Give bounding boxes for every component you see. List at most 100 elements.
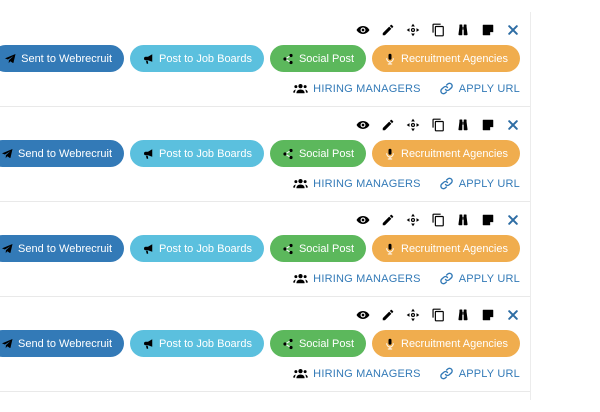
link-label: APPLY URL — [458, 82, 520, 95]
eye-icon[interactable] — [356, 23, 370, 37]
hiring-managers-link[interactable]: HIRING MANAGERS — [293, 176, 421, 191]
button-label: Send to Webrecruit — [18, 242, 113, 255]
recruitment-agencies-button[interactable]: Recruitment Agencies — [372, 140, 520, 167]
close-icon[interactable] — [506, 308, 520, 322]
social-post-button[interactable]: Social Post — [269, 140, 366, 167]
close-icon[interactable] — [506, 213, 520, 227]
duplicate-icon[interactable] — [431, 23, 445, 37]
link-icon — [439, 366, 454, 381]
hiring-managers-link[interactable]: HIRING MANAGERS — [293, 271, 421, 286]
apply-url-link[interactable]: APPLY URL — [439, 366, 520, 381]
social-post-button[interactable]: Social Post — [269, 235, 366, 262]
row-action-toolbar — [356, 117, 520, 132]
link-icon — [439, 176, 454, 191]
pencil-icon[interactable] — [381, 118, 395, 132]
eye-icon[interactable] — [356, 118, 370, 132]
post-to-job-boards-button[interactable]: Post to Job Boards — [130, 45, 264, 72]
recruitment-agencies-button[interactable]: Recruitment Agencies — [372, 235, 520, 262]
job-postings-table: Sent to Webrecruit Post to Job Boards So… — [0, 12, 531, 400]
button-label: Recruitment Agencies — [401, 52, 508, 65]
share-icon — [282, 338, 294, 350]
binoculars-icon[interactable] — [456, 308, 470, 322]
row-links: HIRING MANAGERS APPLY URL — [293, 176, 520, 191]
send-to-webrecruit-button[interactable]: Sent to Webrecruit — [0, 45, 125, 72]
move-icon[interactable] — [406, 23, 420, 37]
button-label: Send to Webrecruit — [18, 147, 113, 160]
move-icon[interactable] — [406, 308, 420, 322]
link-label: HIRING MANAGERS — [313, 82, 421, 95]
binoculars-icon[interactable] — [456, 23, 470, 37]
microphone-icon — [384, 148, 396, 160]
send-to-webrecruit-button[interactable]: Send to Webrecruit — [0, 140, 125, 167]
share-icon — [282, 148, 294, 160]
link-label: HIRING MANAGERS — [313, 272, 421, 285]
apply-url-link[interactable]: APPLY URL — [439, 81, 520, 96]
job-posting-row: Sent to Webrecruit Post to Job Boards So… — [0, 12, 530, 107]
pencil-icon[interactable] — [381, 23, 395, 37]
link-label: HIRING MANAGERS — [313, 367, 421, 380]
binoculars-icon[interactable] — [456, 118, 470, 132]
button-label: Social Post — [298, 337, 354, 350]
link-icon — [439, 271, 454, 286]
button-label: Post to Job Boards — [159, 337, 252, 350]
social-post-button[interactable]: Social Post — [269, 45, 366, 72]
share-icon — [282, 243, 294, 255]
recruitment-agencies-button[interactable]: Recruitment Agencies — [372, 45, 520, 72]
eye-icon[interactable] — [356, 213, 370, 227]
row-links: HIRING MANAGERS APPLY URL — [293, 81, 520, 96]
post-to-job-boards-button[interactable]: Post to Job Boards — [130, 330, 264, 357]
button-label: Recruitment Agencies — [401, 337, 508, 350]
close-icon[interactable] — [506, 23, 520, 37]
paper-plane-icon — [1, 148, 13, 160]
button-label: Recruitment Agencies — [401, 147, 508, 160]
note-icon[interactable] — [481, 308, 495, 322]
paper-plane-icon — [1, 243, 13, 255]
note-icon[interactable] — [481, 23, 495, 37]
apply-url-link[interactable]: APPLY URL — [439, 176, 520, 191]
button-label: Post to Job Boards — [159, 147, 252, 160]
post-to-job-boards-button[interactable]: Post to Job Boards — [130, 235, 264, 262]
send-to-webrecruit-button[interactable]: Send to Webrecruit — [0, 235, 125, 262]
link-label: APPLY URL — [458, 272, 520, 285]
duplicate-icon[interactable] — [431, 213, 445, 227]
row-action-toolbar — [356, 307, 520, 322]
link-label: HIRING MANAGERS — [313, 177, 421, 190]
row-action-toolbar — [356, 212, 520, 227]
button-label: Post to Job Boards — [159, 242, 252, 255]
move-icon[interactable] — [406, 213, 420, 227]
send-to-webrecruit-button[interactable]: Send to Webrecruit — [0, 330, 125, 357]
note-icon[interactable] — [481, 118, 495, 132]
move-icon[interactable] — [406, 118, 420, 132]
microphone-icon — [384, 243, 396, 255]
row-links: HIRING MANAGERS APPLY URL — [293, 366, 520, 381]
share-icon — [282, 53, 294, 65]
pencil-icon[interactable] — [381, 213, 395, 227]
binoculars-icon[interactable] — [456, 213, 470, 227]
button-label: Send to Webrecruit — [18, 337, 113, 350]
bullhorn-icon — [142, 148, 154, 160]
row-links: HIRING MANAGERS APPLY URL — [293, 271, 520, 286]
bullhorn-icon — [142, 243, 154, 255]
note-icon[interactable] — [481, 213, 495, 227]
paper-plane-icon — [1, 338, 13, 350]
button-label: Recruitment Agencies — [401, 242, 508, 255]
close-icon[interactable] — [506, 118, 520, 132]
button-label: Social Post — [298, 52, 354, 65]
button-label: Post to Job Boards — [159, 52, 252, 65]
recruitment-agencies-button[interactable]: Recruitment Agencies — [372, 330, 520, 357]
button-label: Social Post — [298, 242, 354, 255]
post-to-job-boards-button[interactable]: Post to Job Boards — [130, 140, 264, 167]
hiring-managers-link[interactable]: HIRING MANAGERS — [293, 81, 421, 96]
social-post-button[interactable]: Social Post — [269, 330, 366, 357]
button-label: Social Post — [298, 147, 354, 160]
duplicate-icon[interactable] — [431, 308, 445, 322]
users-icon — [293, 271, 308, 286]
duplicate-icon[interactable] — [431, 118, 445, 132]
hiring-managers-link[interactable]: HIRING MANAGERS — [293, 366, 421, 381]
eye-icon[interactable] — [356, 308, 370, 322]
link-label: APPLY URL — [458, 367, 520, 380]
apply-url-link[interactable]: APPLY URL — [439, 271, 520, 286]
job-posting-row: Send to Webrecruit Post to Job Boards So… — [0, 297, 530, 392]
row-action-toolbar — [356, 22, 520, 37]
pencil-icon[interactable] — [381, 308, 395, 322]
